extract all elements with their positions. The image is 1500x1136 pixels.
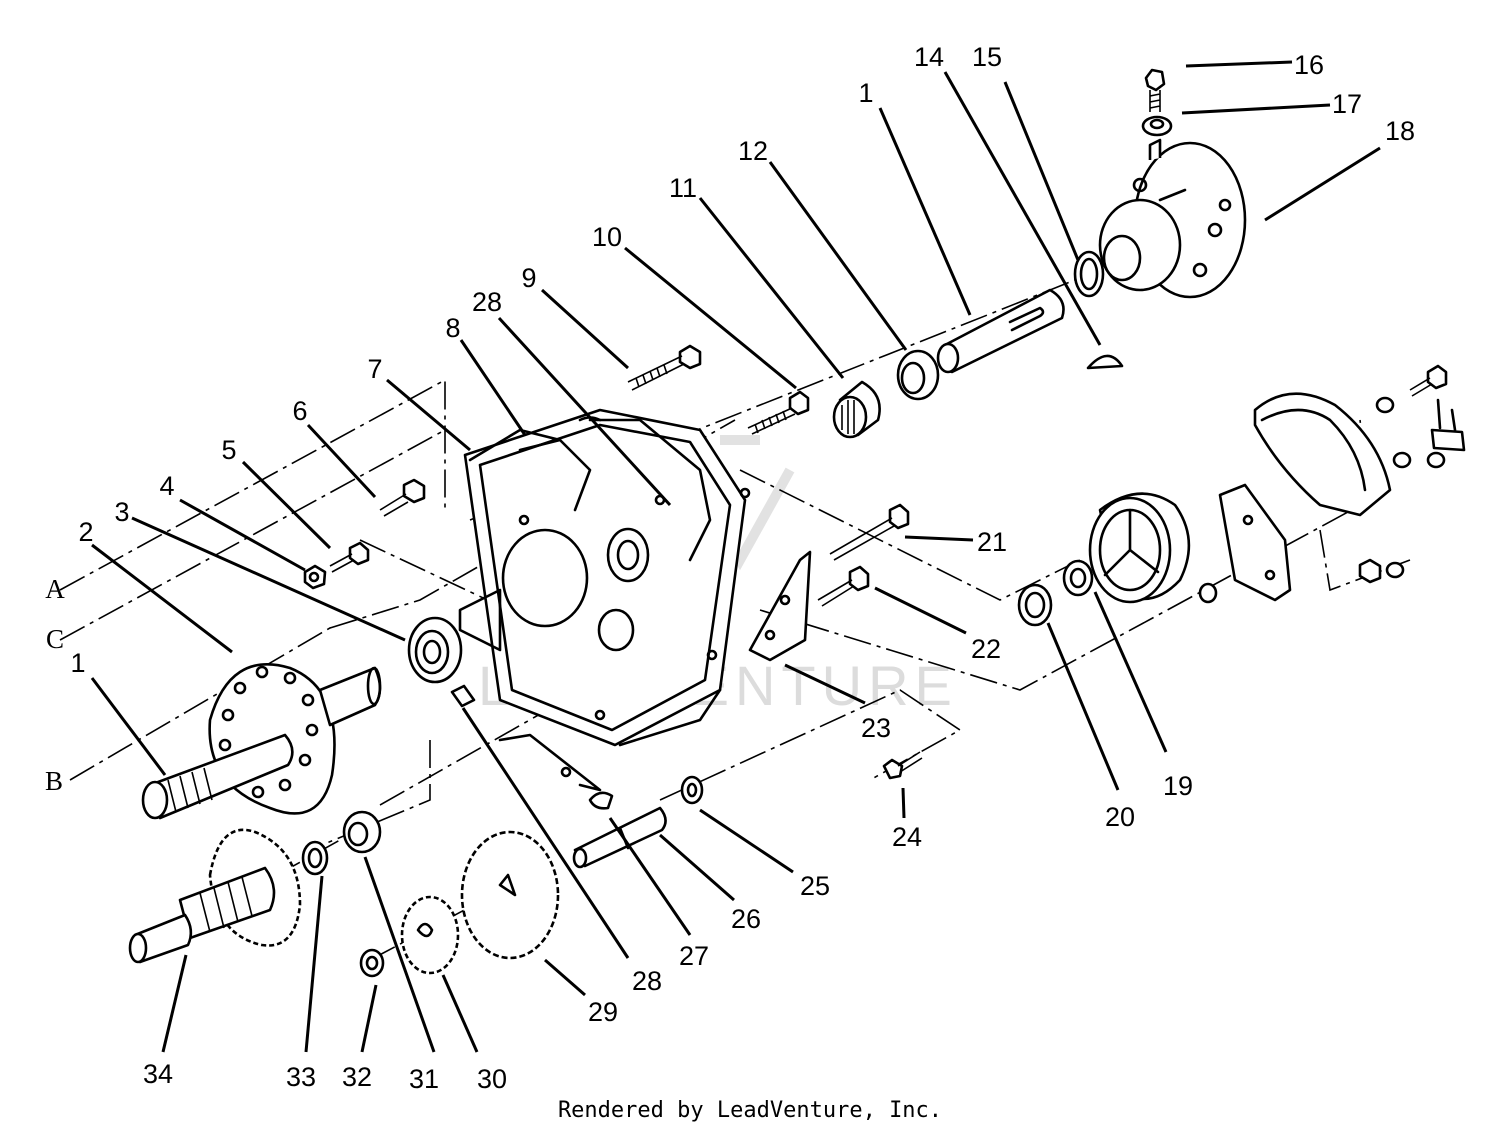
- nut-4: [303, 564, 327, 590]
- callout-14: 14: [914, 42, 944, 72]
- dowel-pin: [450, 684, 476, 708]
- ref-letter-b: B: [45, 766, 63, 796]
- screw-5: [329, 541, 370, 573]
- small-gear: [400, 895, 460, 975]
- callout-1-lower: 1: [70, 648, 85, 678]
- bushing-19: [1062, 559, 1094, 597]
- callout-32: 32: [342, 1062, 372, 1092]
- washer-25: [680, 775, 704, 805]
- needle-bearing-20: [1017, 583, 1053, 627]
- woodruff-key-upper: [1086, 354, 1124, 370]
- large-sprocket: [460, 830, 560, 960]
- screw-24: [882, 751, 923, 780]
- callout-30: 30: [477, 1064, 507, 1094]
- screw-6: [379, 478, 426, 517]
- coupler-flange-hub: [1098, 138, 1247, 299]
- snap-ring-33: [301, 840, 329, 876]
- callout-labels: 16 17 18 15 14 1 12 11 10 9 28 8 7 6 5 4…: [70, 42, 1415, 1094]
- callout-12: 12: [738, 136, 768, 166]
- callout-29: 29: [588, 997, 618, 1027]
- callout-26: 26: [731, 904, 761, 934]
- hex-bolt-top: [1144, 68, 1166, 112]
- callout-27: 27: [679, 941, 709, 971]
- bolt-9: [627, 344, 702, 391]
- guard-hardware: [1198, 364, 1466, 604]
- footer-credit: Rendered by LeadVenture, Inc.: [557, 1098, 943, 1123]
- mounting-bracket: [748, 550, 812, 662]
- shaft-upper: [936, 288, 1065, 374]
- drive-flange: [141, 663, 382, 820]
- callout-28-lower: 28: [632, 966, 662, 996]
- callout-21: 21: [977, 527, 1007, 557]
- callout-16: 16: [1294, 50, 1324, 80]
- callout-9: 9: [521, 263, 536, 293]
- callout-1-upper: 1: [858, 78, 873, 108]
- callout-24: 24: [892, 822, 922, 852]
- bearing-31: [342, 810, 382, 854]
- bearing-upper: [896, 349, 940, 401]
- ball-bearing: [407, 616, 463, 684]
- callout-6: 6: [292, 396, 307, 426]
- callout-11: 11: [669, 173, 697, 203]
- callout-33: 33: [286, 1062, 316, 1092]
- lock-washer-top: [1141, 115, 1173, 137]
- bolt-22: [817, 565, 870, 607]
- callout-8: 8: [445, 313, 460, 343]
- key-27: [588, 791, 614, 810]
- ref-letter-a: A: [45, 574, 65, 604]
- clutch-pulley: [1088, 492, 1191, 604]
- bolt-21: [829, 503, 910, 561]
- washer-32: [359, 948, 385, 978]
- callout-15: 15: [972, 42, 1002, 72]
- intermediate-shaft: [572, 806, 667, 869]
- callout-31: 31: [409, 1064, 439, 1094]
- callout-28-upper: 28: [472, 287, 502, 317]
- callout-5: 5: [221, 435, 236, 465]
- callout-3: 3: [114, 497, 129, 527]
- callout-10: 10: [592, 222, 622, 252]
- callout-18: 18: [1385, 116, 1415, 146]
- leader-lines: [90, 60, 1381, 1053]
- callout-22: 22: [971, 634, 1001, 664]
- belt-guard: [1253, 392, 1392, 517]
- callout-2: 2: [78, 517, 93, 547]
- snap-ring: [1073, 250, 1105, 298]
- callout-17: 17: [1332, 89, 1362, 119]
- transmission-case: [458, 408, 751, 792]
- idler-bracket: [1218, 483, 1292, 602]
- ref-letter-c: C: [46, 624, 64, 654]
- callout-23: 23: [861, 713, 891, 743]
- callout-19: 19: [1163, 771, 1193, 801]
- callout-34: 34: [143, 1059, 173, 1089]
- needle-bearing-upper: [832, 380, 881, 439]
- callout-7: 7: [367, 354, 382, 384]
- callout-20: 20: [1105, 802, 1135, 832]
- screw-10: [747, 390, 810, 435]
- callout-25: 25: [800, 871, 830, 901]
- splined-shaft-sprocket: [128, 828, 302, 964]
- callout-4: 4: [159, 471, 174, 501]
